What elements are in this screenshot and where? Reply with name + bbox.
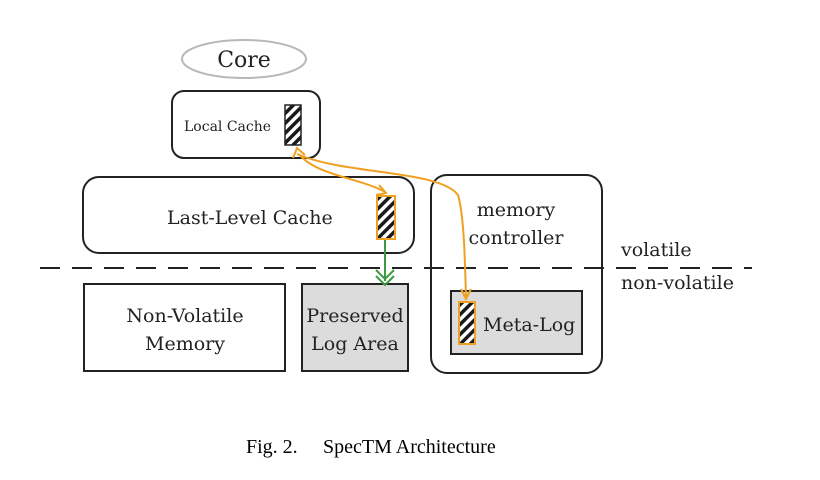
orange-arrowhead-origin xyxy=(292,146,306,159)
core-node xyxy=(181,39,307,79)
preserved-log-area-box xyxy=(301,283,409,372)
green-arrowhead-1 xyxy=(375,269,395,281)
local-cache-log-entry xyxy=(284,104,302,146)
llc-label: Last-Level Cache xyxy=(167,207,333,229)
nvm-label-1: Non-Volatile xyxy=(126,305,243,327)
memory-controller-label-1: memory xyxy=(477,199,556,221)
preserved-label-2: Log Area xyxy=(311,333,399,355)
local-cache-box xyxy=(171,90,321,159)
core-label: Core xyxy=(217,48,271,73)
preserved-label-1: Preserved xyxy=(306,305,403,327)
green-arrowhead-2 xyxy=(375,275,395,287)
nvm-box xyxy=(83,283,286,372)
llc-box xyxy=(82,176,415,254)
memory-controller-label-2: controller xyxy=(469,227,565,249)
figure-caption-label: Fig. 2. xyxy=(246,436,298,458)
llc-log-entry xyxy=(376,195,396,240)
local-cache-label: Local Cache xyxy=(184,119,271,135)
meta-log-label: Meta-Log xyxy=(483,314,575,336)
non-volatile-label: non-volatile xyxy=(621,272,734,294)
meta-log-entry xyxy=(458,301,476,345)
volatile-label: volatile xyxy=(620,239,692,261)
orange-arrowhead-llc xyxy=(375,184,388,196)
orange-arrow-to-meta-log xyxy=(296,153,467,299)
figure-caption-title: SpecTM Architecture xyxy=(323,436,496,458)
nvm-label-2: Memory xyxy=(145,333,225,355)
orange-arrow-to-llc xyxy=(298,153,386,193)
orange-arrowhead-meta-log xyxy=(460,288,472,302)
